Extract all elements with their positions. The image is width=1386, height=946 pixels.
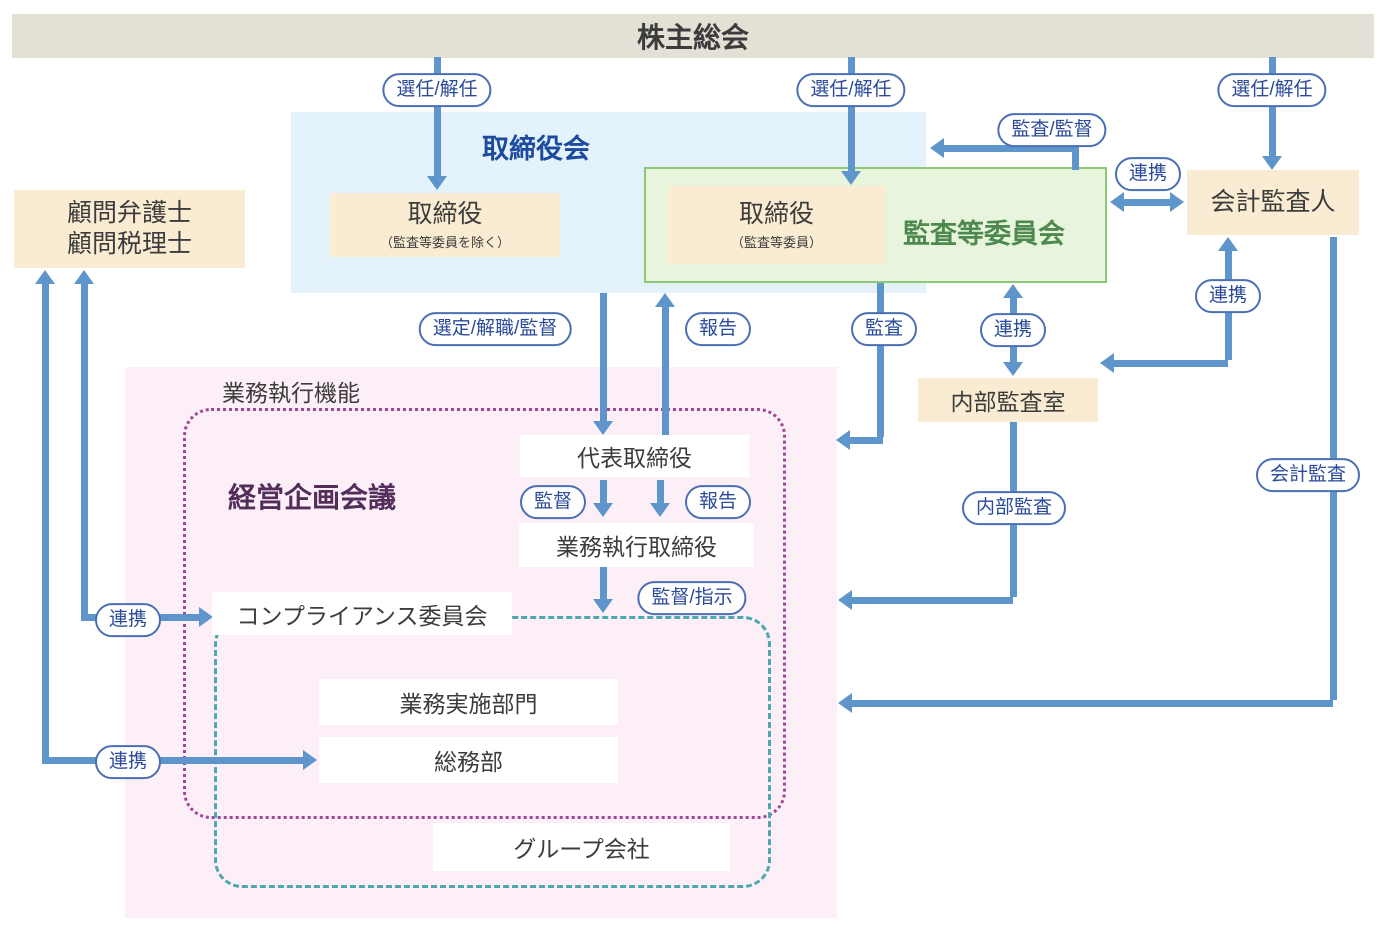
arrow-cooperation-committee-auditor-shaft (1122, 198, 1172, 206)
audit-committee-title: 監査等委員会 (903, 219, 1065, 249)
arrow-appoint-directors-excl-head (427, 176, 447, 190)
edge-label-appoint-dismiss-2: 選任/解任 (796, 73, 906, 107)
arrow-cooperation-auditor-internal-head-up (1218, 237, 1238, 251)
arrow-supervise-shaft (599, 480, 607, 503)
execution-function-label: 業務執行機能 (222, 380, 360, 406)
accounting-auditor-box: 会計監査人 (1187, 170, 1359, 235)
edge-label-appoint-dismiss-1: 選任/解任 (382, 73, 492, 107)
arrow-appoint-directors-excl-shaft (433, 57, 441, 176)
operating-divisions-box: 業務実施部門 (319, 679, 618, 725)
arrow-audit-vertical (876, 283, 884, 437)
arrow-internal-audit-horizontal (852, 596, 1013, 604)
internal-audit-office-box: 内部監査室 (918, 378, 1098, 422)
edge-label-appoint-dismiss-3: 選任/解任 (1217, 73, 1327, 107)
arrow-cooperation-advisors-compliance-head-up (74, 270, 94, 284)
arrow-cooperation-advisors-compliance-head-right (199, 607, 213, 627)
compliance-committee-box: コンプライアンス委員会 (212, 592, 512, 635)
edge-label-internal-audit: 内部監査 (961, 491, 1067, 525)
shareholders-meeting-label: 株主総会 (636, 22, 749, 53)
edge-label-cooperation-committee-internal: 連携 (979, 313, 1047, 347)
operating-divisions-label: 業務実施部門 (399, 691, 538, 717)
arrow-select-dismiss-shaft (599, 293, 607, 421)
arrow-supervise-instruct-shaft (599, 567, 607, 599)
edge-label-audit-supervise: 監査/監督 (997, 113, 1107, 147)
advisor-lawyer-label: 顧問弁護士 (66, 198, 192, 227)
edge-label-report-to-representative: 報告 (684, 485, 752, 519)
shareholders-meeting-bar: 株主総会 (12, 14, 1374, 58)
internal-audit-office-label: 内部監査室 (950, 389, 1066, 415)
general-affairs-box: 総務部 (319, 737, 618, 783)
arrow-appoint-directors-audit-head (841, 171, 861, 185)
arrow-cooperation-committee-internal-head-up (1003, 284, 1023, 298)
edge-label-supervise-instruct: 監督/指示 (637, 581, 747, 615)
directors-excluding-audit-members-box: 取締役 （監査等委員を除く） (330, 193, 560, 257)
edge-label-cooperation-committee-auditor: 連携 (1114, 157, 1182, 191)
directors-excl-label: 取締役 (407, 199, 483, 228)
arrow-cooperation-auditor-internal-head-left (1100, 353, 1114, 373)
executive-directors-label: 業務執行取締役 (556, 534, 717, 560)
directors-excl-sublabel: （監査等委員を除く） (379, 235, 510, 251)
arrow-cooperation-advisors-general-head-right (303, 750, 317, 770)
edge-label-audit: 監査 (850, 312, 918, 346)
group-companies-label: グループ会社 (513, 836, 650, 862)
representative-director-box: 代表取締役 (520, 435, 749, 477)
arrow-audit-supervise-head (930, 138, 944, 158)
executive-directors-box: 業務執行取締役 (519, 523, 754, 567)
accounting-auditor-label: 会計監査人 (1210, 187, 1336, 216)
arrow-select-dismiss-head (593, 421, 613, 435)
edge-label-cooperation-advisors-general: 連携 (94, 745, 162, 779)
edge-label-cooperation-auditor-internal: 連携 (1194, 279, 1262, 313)
board-of-directors-title: 取締役会 (482, 134, 590, 164)
group-companies-box: グループ会社 (433, 823, 730, 871)
arrow-cooperation-advisors-general-head-up (35, 270, 55, 284)
directors-audit-members-box: 取締役 （監査等委員） (668, 186, 885, 264)
arrow-cooperation-advisors-general-vertical (41, 282, 49, 757)
arrow-cooperation-auditor-internal-horizontal (1114, 359, 1228, 367)
arrow-audit-supervise-horizontal (944, 144, 1078, 152)
arrow-cooperation-committee-auditor-head-left (1110, 192, 1124, 212)
arrow-appoint-auditor-head (1262, 156, 1282, 170)
arrow-report-to-board-head (655, 293, 675, 307)
arrow-cooperation-committee-internal-head-down (1003, 362, 1023, 376)
arrow-cooperation-advisors-general-horizontal (41, 756, 303, 764)
arrow-report-to-representative-shaft (656, 480, 664, 503)
arrow-appoint-directors-audit-shaft (847, 57, 855, 171)
arrow-supervise-instruct-head (593, 599, 613, 613)
advisor-tax-accountant-label: 顧問税理士 (66, 230, 192, 258)
arrow-audit-horizontal (850, 436, 883, 444)
arrow-supervise-head (593, 503, 613, 517)
edge-label-cooperation-advisors-compliance: 連携 (94, 603, 162, 637)
edge-label-accounting-audit: 会計監査 (1255, 458, 1361, 492)
arrow-cooperation-committee-auditor-head-right (1170, 192, 1184, 212)
arrow-audit-supervise-vertical (1071, 144, 1079, 170)
compliance-committee-label: コンプライアンス委員会 (236, 602, 488, 629)
arrow-accounting-audit-head (838, 693, 852, 713)
arrow-audit-head (836, 430, 850, 450)
advisors-box: 顧問弁護士 顧問税理士 (14, 190, 245, 268)
edge-label-report-to-board: 報告 (684, 312, 752, 346)
edge-label-select-dismiss-supervise: 選定/解職/監督 (418, 312, 572, 346)
arrow-report-to-board-shaft (661, 307, 669, 435)
arrow-accounting-audit-horizontal (852, 699, 1333, 707)
arrow-internal-audit-head (838, 590, 852, 610)
directors-audit-sublabel: （監査等委員） (730, 235, 822, 251)
arrow-report-to-representative-head (650, 503, 670, 517)
representative-director-label: 代表取締役 (577, 445, 692, 471)
management-planning-title: 経営企画会議 (228, 482, 397, 513)
directors-audit-label: 取締役 (738, 199, 814, 228)
arrow-cooperation-advisors-compliance-vertical (80, 282, 88, 614)
general-affairs-label: 総務部 (434, 749, 503, 775)
edge-label-supervise: 監督 (519, 485, 587, 519)
